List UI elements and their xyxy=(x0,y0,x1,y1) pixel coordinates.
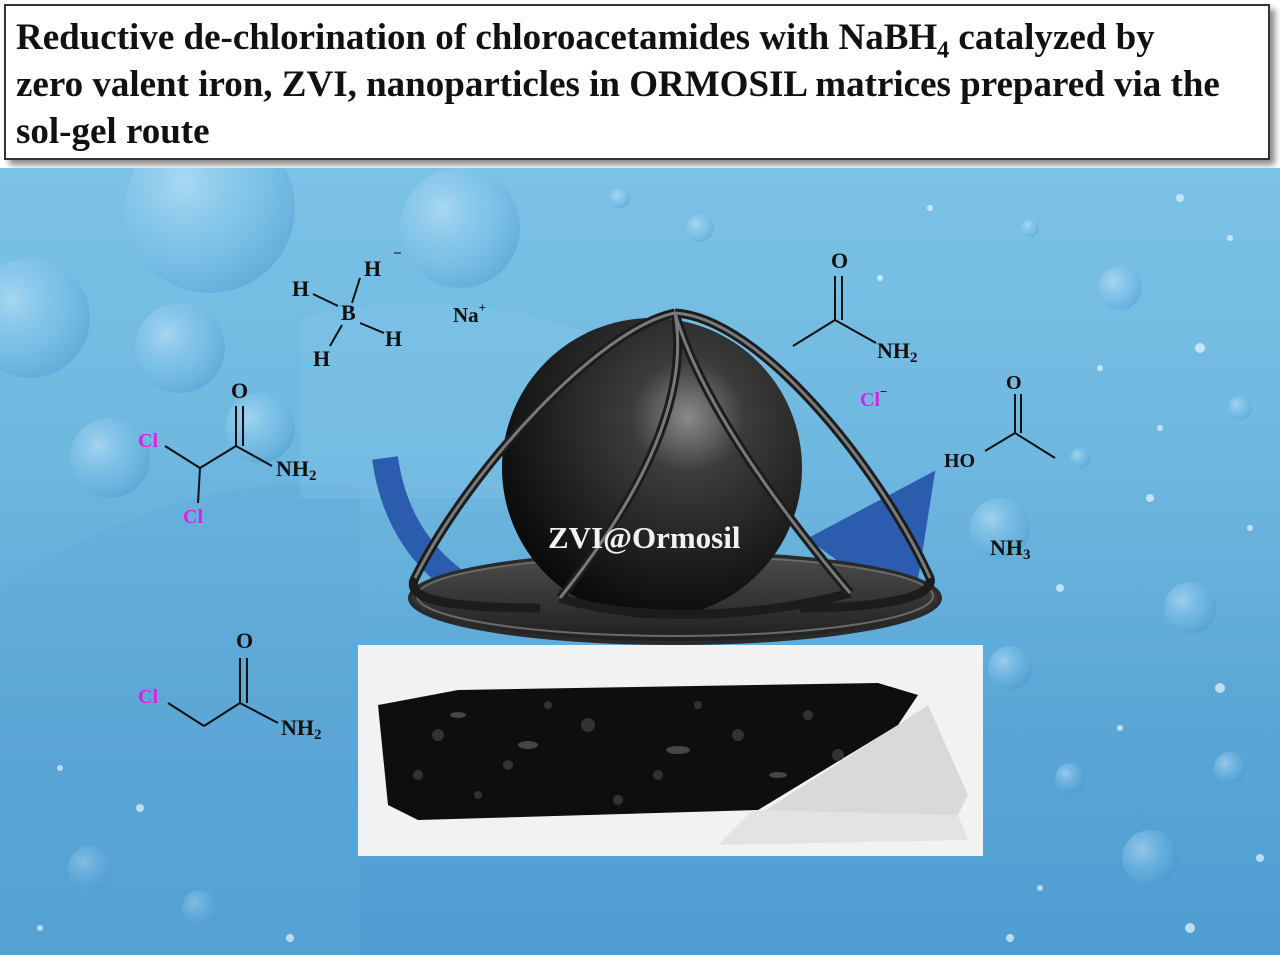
title-line-2: zero valent iron, ZVI, nanoparticles in … xyxy=(16,64,1220,105)
background-bubbles xyxy=(0,168,1252,926)
sodium-ion: Na+ xyxy=(453,300,487,327)
acetic-acid-o: O xyxy=(1006,372,1022,394)
acetamide-skeleton xyxy=(792,276,877,347)
borohydride-b: B xyxy=(341,300,356,325)
chloroacetamide-o: O xyxy=(236,628,254,653)
chloroacetamide-cl: Cl xyxy=(138,686,158,708)
borohydride-bonds xyxy=(312,277,385,347)
ammonia: NH3 xyxy=(990,535,1031,563)
small-bubbles xyxy=(37,194,1264,942)
borohydride-charge: − xyxy=(393,246,402,262)
dichloroacetamide-skeleton xyxy=(164,406,273,504)
scene-graphics xyxy=(0,168,1264,955)
chloroacetamide-skeleton xyxy=(167,658,279,727)
acetic-acid-skeleton xyxy=(984,394,1056,459)
zvi-sphere xyxy=(502,318,802,618)
material-photo xyxy=(358,645,983,856)
chloroacetamide-nh2: NH2 xyxy=(281,715,322,743)
dichloroacetamide-nh2: NH2 xyxy=(276,456,317,484)
catalyst-label: ZVI@Ormosil xyxy=(548,520,741,555)
acetamide-nh2: NH2 xyxy=(877,338,918,366)
acetamide-o: O xyxy=(831,248,849,273)
borohydride-h-left: H xyxy=(292,276,310,301)
chloride-ion: Cl− xyxy=(860,384,888,411)
material-photo-graphic xyxy=(358,645,983,856)
dichloroacetamide-cl-1: Cl xyxy=(138,430,158,452)
title-line-1: Reductive de-chlorination of chloroaceta… xyxy=(16,17,1155,64)
dichloroacetamide-cl-2: Cl xyxy=(183,506,203,528)
dichloroacetamide-o: O xyxy=(231,378,249,403)
reaction-scene: ZVI@Ormosil H H B H H − Na+ O Cl Cl NH2 … xyxy=(0,168,1280,955)
borohydride-h-top: H xyxy=(364,256,382,281)
title-line-3: sol-gel route xyxy=(16,111,210,152)
borohydride-h-bottom: H xyxy=(313,346,331,371)
borohydride-h-right: H xyxy=(385,326,403,351)
acetic-acid-ho: HO xyxy=(944,450,976,472)
title-box: Reductive de-chlorination of chloroaceta… xyxy=(4,4,1270,160)
